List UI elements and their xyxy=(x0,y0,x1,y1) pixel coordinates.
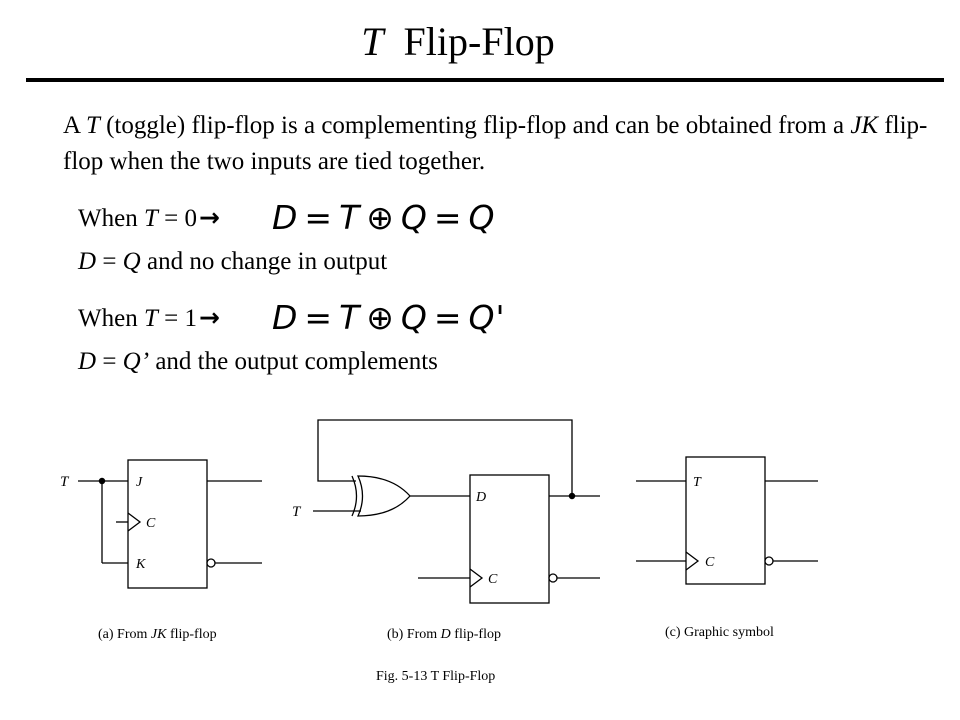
title-text: Flip-Flop xyxy=(403,19,555,64)
title-variable: T xyxy=(361,19,384,64)
d-circuit: T D C (b) From D flip-flop xyxy=(292,419,600,642)
case0-equation: D=T⊕Q=Q xyxy=(272,198,496,238)
case1-result-q: Q’ xyxy=(122,348,150,375)
case0-result-d: D xyxy=(78,248,97,275)
case1-eq-equals-1: = xyxy=(304,298,334,337)
xor-extra-curve xyxy=(351,475,358,517)
case0-eq-d: D xyxy=(272,198,299,237)
case1-eq-t: T xyxy=(339,298,361,337)
t-flipflop-block xyxy=(685,456,766,585)
case0-result: D = Q and no change in output xyxy=(78,246,387,278)
clock-triangle-icon xyxy=(469,568,484,588)
case1-result-d: D xyxy=(78,348,97,375)
d-flipflop-block xyxy=(469,474,550,604)
case1-result-eq: = xyxy=(96,348,123,375)
symbol-t-label: T xyxy=(693,475,702,490)
intro-jk-variable: JK xyxy=(850,112,879,139)
page-title: T Flip-Flop xyxy=(0,16,916,68)
case1-condition: When T = 1→ xyxy=(78,302,220,335)
intro-text-1: A xyxy=(63,112,86,139)
title-divider xyxy=(26,78,944,82)
case0-when: When xyxy=(78,205,144,232)
caption-c: (c) Graphic symbol xyxy=(665,625,774,640)
case1-var: T xyxy=(143,305,158,332)
caption-a: (a) From JK flip-flop xyxy=(98,627,217,642)
junction-dot xyxy=(568,492,576,500)
case0-eq-equals-1: = xyxy=(304,198,334,237)
case0-result-text: and no change in output xyxy=(140,248,388,275)
jk-circuit: T J C K (a) From JK flip-flop xyxy=(60,459,262,642)
case0-result-eq: = xyxy=(96,248,123,275)
jk-t-label: T xyxy=(60,474,70,490)
case1-eq-q: Q xyxy=(400,298,428,337)
graphic-symbol: T C (c) Graphic symbol xyxy=(636,456,818,640)
jk-flipflop-block xyxy=(127,459,208,589)
jk-k-label: K xyxy=(135,557,146,572)
case1-cond: = 1 xyxy=(157,305,197,332)
d-t-label: T xyxy=(292,504,302,520)
xor-gate-icon xyxy=(356,475,411,517)
case0-result-q: Q xyxy=(122,248,141,275)
d-c-label: C xyxy=(488,572,498,587)
inversion-bubble-icon xyxy=(548,573,558,583)
case1-result-text: and the output complements xyxy=(149,348,438,375)
tff-circuit-figure: T J C K (a) From JK flip-flop T D C (b) … xyxy=(60,419,818,684)
symbol-c-label: C xyxy=(705,555,715,570)
intro-text-3: flip-flop when the two inputs are tied t… xyxy=(63,112,928,175)
inversion-bubble-icon xyxy=(764,556,774,566)
case0-eq-equals-2: = xyxy=(433,198,463,237)
case1-eq-result: Q' xyxy=(468,298,506,337)
d-d-label: D xyxy=(475,490,486,505)
case1-when: When xyxy=(78,305,144,332)
case1-eq-d: D xyxy=(272,298,299,337)
case0-eq-q: Q xyxy=(400,198,428,237)
clock-triangle-icon xyxy=(127,512,142,532)
case1-result: D = Q’ and the output complements xyxy=(78,346,438,378)
figure-caption: Fig. 5-13 T Flip-Flop xyxy=(376,669,495,684)
arrow-right-icon: → xyxy=(198,203,220,232)
case1-equation: D=T⊕Q=Q' xyxy=(272,298,506,338)
case0-var: T xyxy=(143,205,158,232)
xor-symbol-icon: ⊕ xyxy=(366,198,395,237)
case0-cond: = 0 xyxy=(157,205,197,232)
caption-b: (b) From D flip-flop xyxy=(387,627,501,642)
case1-eq-equals-2: = xyxy=(433,298,463,337)
intro-t-variable: T xyxy=(85,112,100,139)
case0-condition: When T = 0→ xyxy=(78,202,220,235)
case0-eq-t: T xyxy=(339,198,361,237)
arrow-right-icon: → xyxy=(198,303,220,332)
jk-c-label: C xyxy=(146,516,156,531)
xor-symbol-icon: ⊕ xyxy=(366,298,395,337)
inversion-bubble-icon xyxy=(206,558,216,568)
intro-text-2: (toggle) flip-flop is a complementing fl… xyxy=(99,112,851,139)
intro-paragraph: A T (toggle) flip-flop is a complementin… xyxy=(63,108,943,180)
case0-eq-result: Q xyxy=(468,198,496,237)
feedback-wire xyxy=(317,419,573,496)
clock-triangle-icon xyxy=(685,551,700,571)
jk-j-label: J xyxy=(136,475,143,490)
